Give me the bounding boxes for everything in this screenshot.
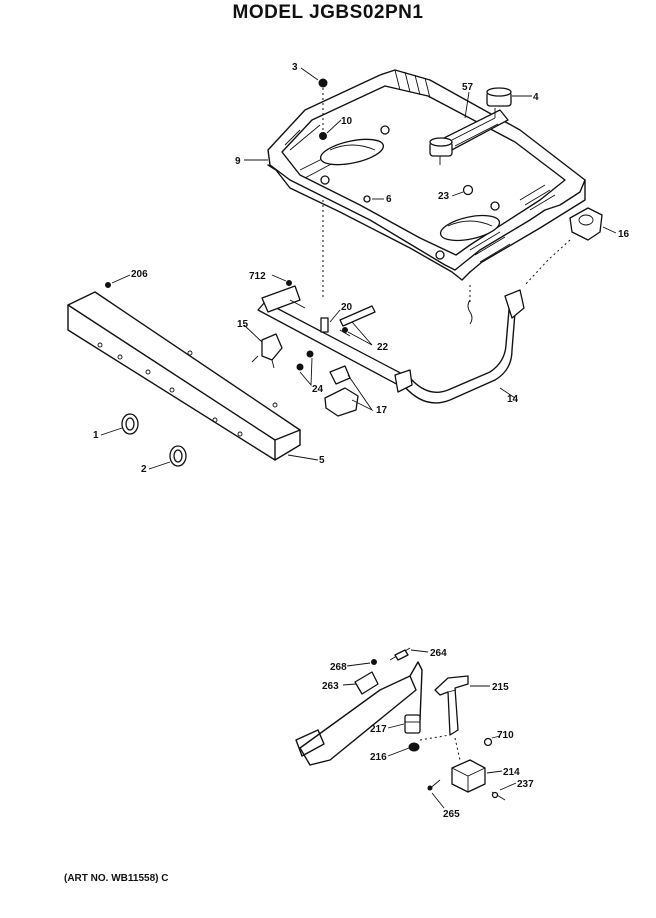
label-14: 14 bbox=[507, 394, 519, 405]
label-264: 264 bbox=[430, 648, 447, 659]
label-16: 16 bbox=[618, 229, 630, 240]
label-214: 214 bbox=[503, 767, 520, 778]
label-217: 217 bbox=[370, 724, 387, 735]
label-268: 268 bbox=[330, 662, 347, 673]
label-6: 6 bbox=[386, 194, 392, 205]
label-17: 17 bbox=[376, 405, 388, 416]
label-237: 237 bbox=[517, 779, 534, 790]
label-10: 10 bbox=[341, 116, 353, 127]
label-57: 57 bbox=[462, 82, 474, 93]
label-22: 22 bbox=[377, 342, 389, 353]
label-712: 712 bbox=[249, 271, 266, 282]
manifold-drawing bbox=[67, 280, 525, 467]
part-labels: 3 57 4 10 9 6 23 16 206 712 20 15 22 24 … bbox=[93, 62, 630, 820]
label-263: 263 bbox=[322, 681, 339, 692]
art-number: (ART NO. WB11558) C bbox=[64, 873, 169, 884]
label-5: 5 bbox=[319, 455, 325, 466]
leader-lines bbox=[100, 67, 617, 809]
label-4: 4 bbox=[533, 92, 539, 103]
label-15: 15 bbox=[237, 319, 249, 330]
label-215: 215 bbox=[492, 682, 509, 693]
lower-assembly-drawing bbox=[295, 647, 506, 801]
diagram-title: MODEL JGBS02PN1 bbox=[232, 2, 424, 23]
label-265: 265 bbox=[443, 809, 460, 820]
label-24: 24 bbox=[312, 384, 324, 395]
label-206: 206 bbox=[131, 269, 148, 280]
label-2: 2 bbox=[141, 464, 147, 475]
label-216: 216 bbox=[370, 752, 387, 763]
burner-box-drawing bbox=[267, 69, 603, 325]
label-9: 9 bbox=[235, 156, 241, 167]
label-20: 20 bbox=[341, 302, 353, 313]
label-3: 3 bbox=[292, 62, 298, 73]
label-1: 1 bbox=[93, 430, 99, 441]
label-710: 710 bbox=[497, 730, 514, 741]
label-23: 23 bbox=[438, 191, 450, 202]
